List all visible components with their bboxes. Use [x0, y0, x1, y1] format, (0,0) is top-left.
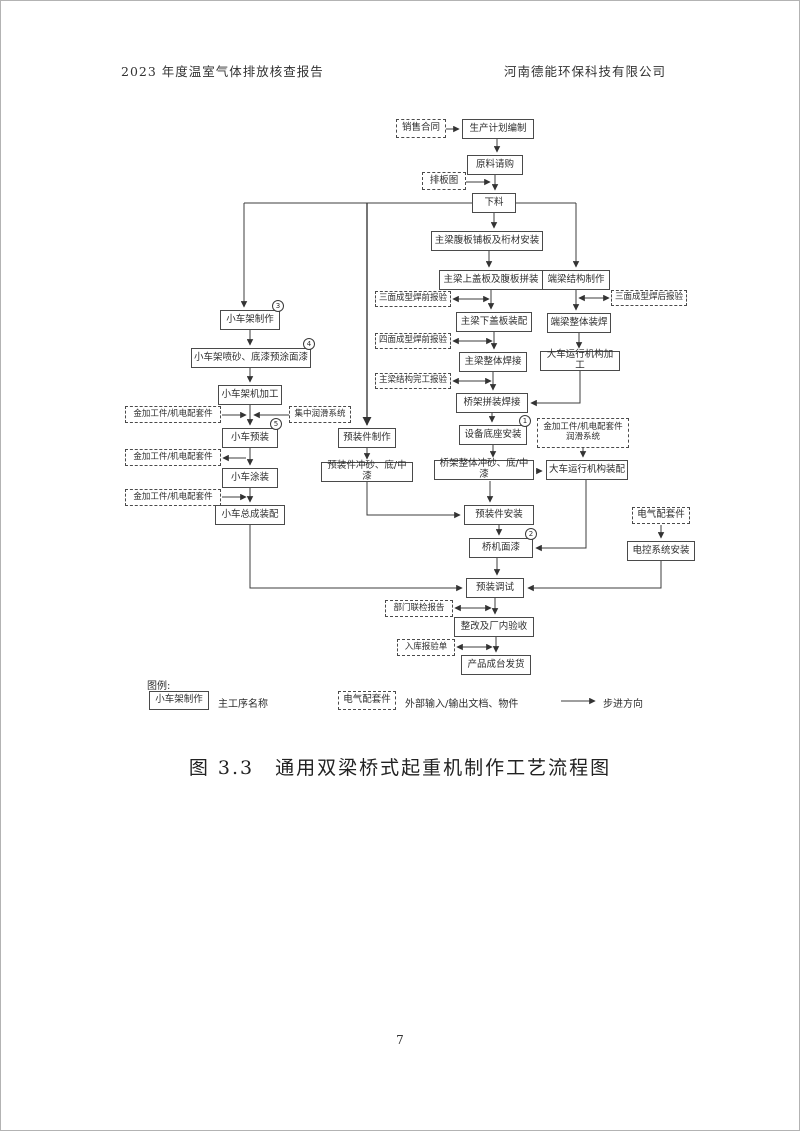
- step-number-badge: 5: [270, 418, 282, 430]
- flow-node-end-beam-fabrication: 端梁结构制作: [542, 270, 610, 290]
- flow-node-preassembly-install: 预装件安装: [464, 505, 534, 525]
- flow-node-preassembly-sandblast: 预装件冲砂、底/中漆: [321, 460, 413, 482]
- flow-node-cutting: 下料: [472, 193, 516, 213]
- figure-caption: 图 3.3 通用双梁桥式起重机制作工艺流程图: [188, 757, 612, 779]
- flow-doc-electrical-accessories: 电气配套件: [632, 507, 690, 524]
- flow-doc-layout-drawing: 排板图: [422, 172, 466, 190]
- flow-node-bridge-sandblast-paint: 桥架整体冲砂、底/中漆: [434, 458, 534, 480]
- legend-process-meaning: 主工序名称: [218, 699, 268, 710]
- header-report-title: 2023 年度温室气体排放核查报告: [121, 64, 324, 79]
- page-number: 7: [396, 1033, 404, 1047]
- flow-node-girder-top-assembly: 主梁上盖板及腹板拼装: [439, 270, 543, 290]
- flow-doc-inspect-3side-postweld: 三面成型焊后报验: [611, 290, 687, 306]
- flow-node-product-shipment: 产品成台发货: [461, 655, 531, 675]
- flow-doc-sales-contract: 销售合同: [396, 119, 446, 138]
- step-number-badge: 1: [519, 415, 531, 427]
- flow-doc-machined-parts-lubrication: 金加工件/机电配套件 润滑系统: [537, 418, 629, 448]
- flow-doc-inspect-4side-preweld: 四面成型焊前报验: [375, 333, 451, 349]
- flow-node-trolley-frame-machining: 小车架机加工: [218, 385, 282, 405]
- flow-doc-machined-parts-2: 金加工件/机电配套件: [125, 449, 221, 466]
- header-company-name: 河南德能环保科技有限公司: [503, 64, 666, 79]
- flow-node-trolley-final-assembly: 小车总成装配: [215, 505, 285, 525]
- flow-doc-inspect-3side-preweld: 三面成型焊前报验: [375, 291, 451, 307]
- legend-arrow-meaning: 步进方向: [603, 699, 643, 710]
- flow-node-preassembly-fabrication: 预装件制作: [338, 428, 396, 448]
- flow-doc-dept-inspection-report: 部门联检报告: [385, 600, 453, 617]
- flow-node-bridge-assembly-welding: 桥架拼装焊接: [456, 393, 528, 413]
- flow-doc-warehouse-inspection-form: 入库报验单: [397, 639, 455, 656]
- legend-dashed-meaning: 外部输入/输出文档、物件: [405, 699, 519, 710]
- flow-node-girder-web-install: 主梁腹板铺板及桁材安装: [431, 231, 543, 251]
- flow-node-end-beam-welding: 端梁整体装焊: [547, 313, 611, 333]
- flowchart: 销售合同 生产计划编制 原料请购 排板图 下料 主梁腹板铺板及桁材安装 主梁上盖…: [1, 1, 799, 741]
- flow-doc-machined-parts-3: 金加工件/机电配套件: [125, 489, 221, 506]
- flow-connectors: [222, 125, 665, 705]
- flow-node-material-purchase: 原料请购: [467, 155, 523, 175]
- flow-node-production-plan: 生产计划编制: [462, 119, 534, 139]
- step-number-badge: 3: [272, 300, 284, 312]
- legend-title: 图例:: [147, 681, 171, 692]
- flow-doc-central-lubrication: 集中润滑系统: [289, 406, 351, 423]
- flow-node-cart-mechanism-assembly: 大车运行机构装配: [546, 460, 628, 480]
- flow-node-girder-bottom-assembly: 主梁下盖板装配: [456, 312, 532, 332]
- flow-node-preassembly-commissioning: 预装调试: [466, 578, 524, 598]
- flow-node-girder-welding: 主梁整体焊接: [459, 352, 527, 372]
- flow-node-rectification-acceptance: 整改及厂内验收: [454, 617, 534, 637]
- flow-node-electrical-system-install: 电控系统安装: [627, 541, 695, 561]
- step-number-badge: 4: [303, 338, 315, 350]
- legend-dashed-sample-box: 电气配套件: [338, 691, 396, 710]
- flow-doc-machined-parts-1: 金加工件/机电配套件: [125, 406, 221, 423]
- flow-doc-inspect-girder-complete: 主梁结构完工报验: [375, 373, 451, 389]
- legend-process-sample-box: 小车架制作: [149, 691, 209, 710]
- flow-node-cart-mechanism-machining: 大车运行机构加工: [540, 349, 620, 371]
- step-number-badge: 2: [525, 528, 537, 540]
- flow-node-trolley-painting: 小车涂装: [222, 468, 278, 488]
